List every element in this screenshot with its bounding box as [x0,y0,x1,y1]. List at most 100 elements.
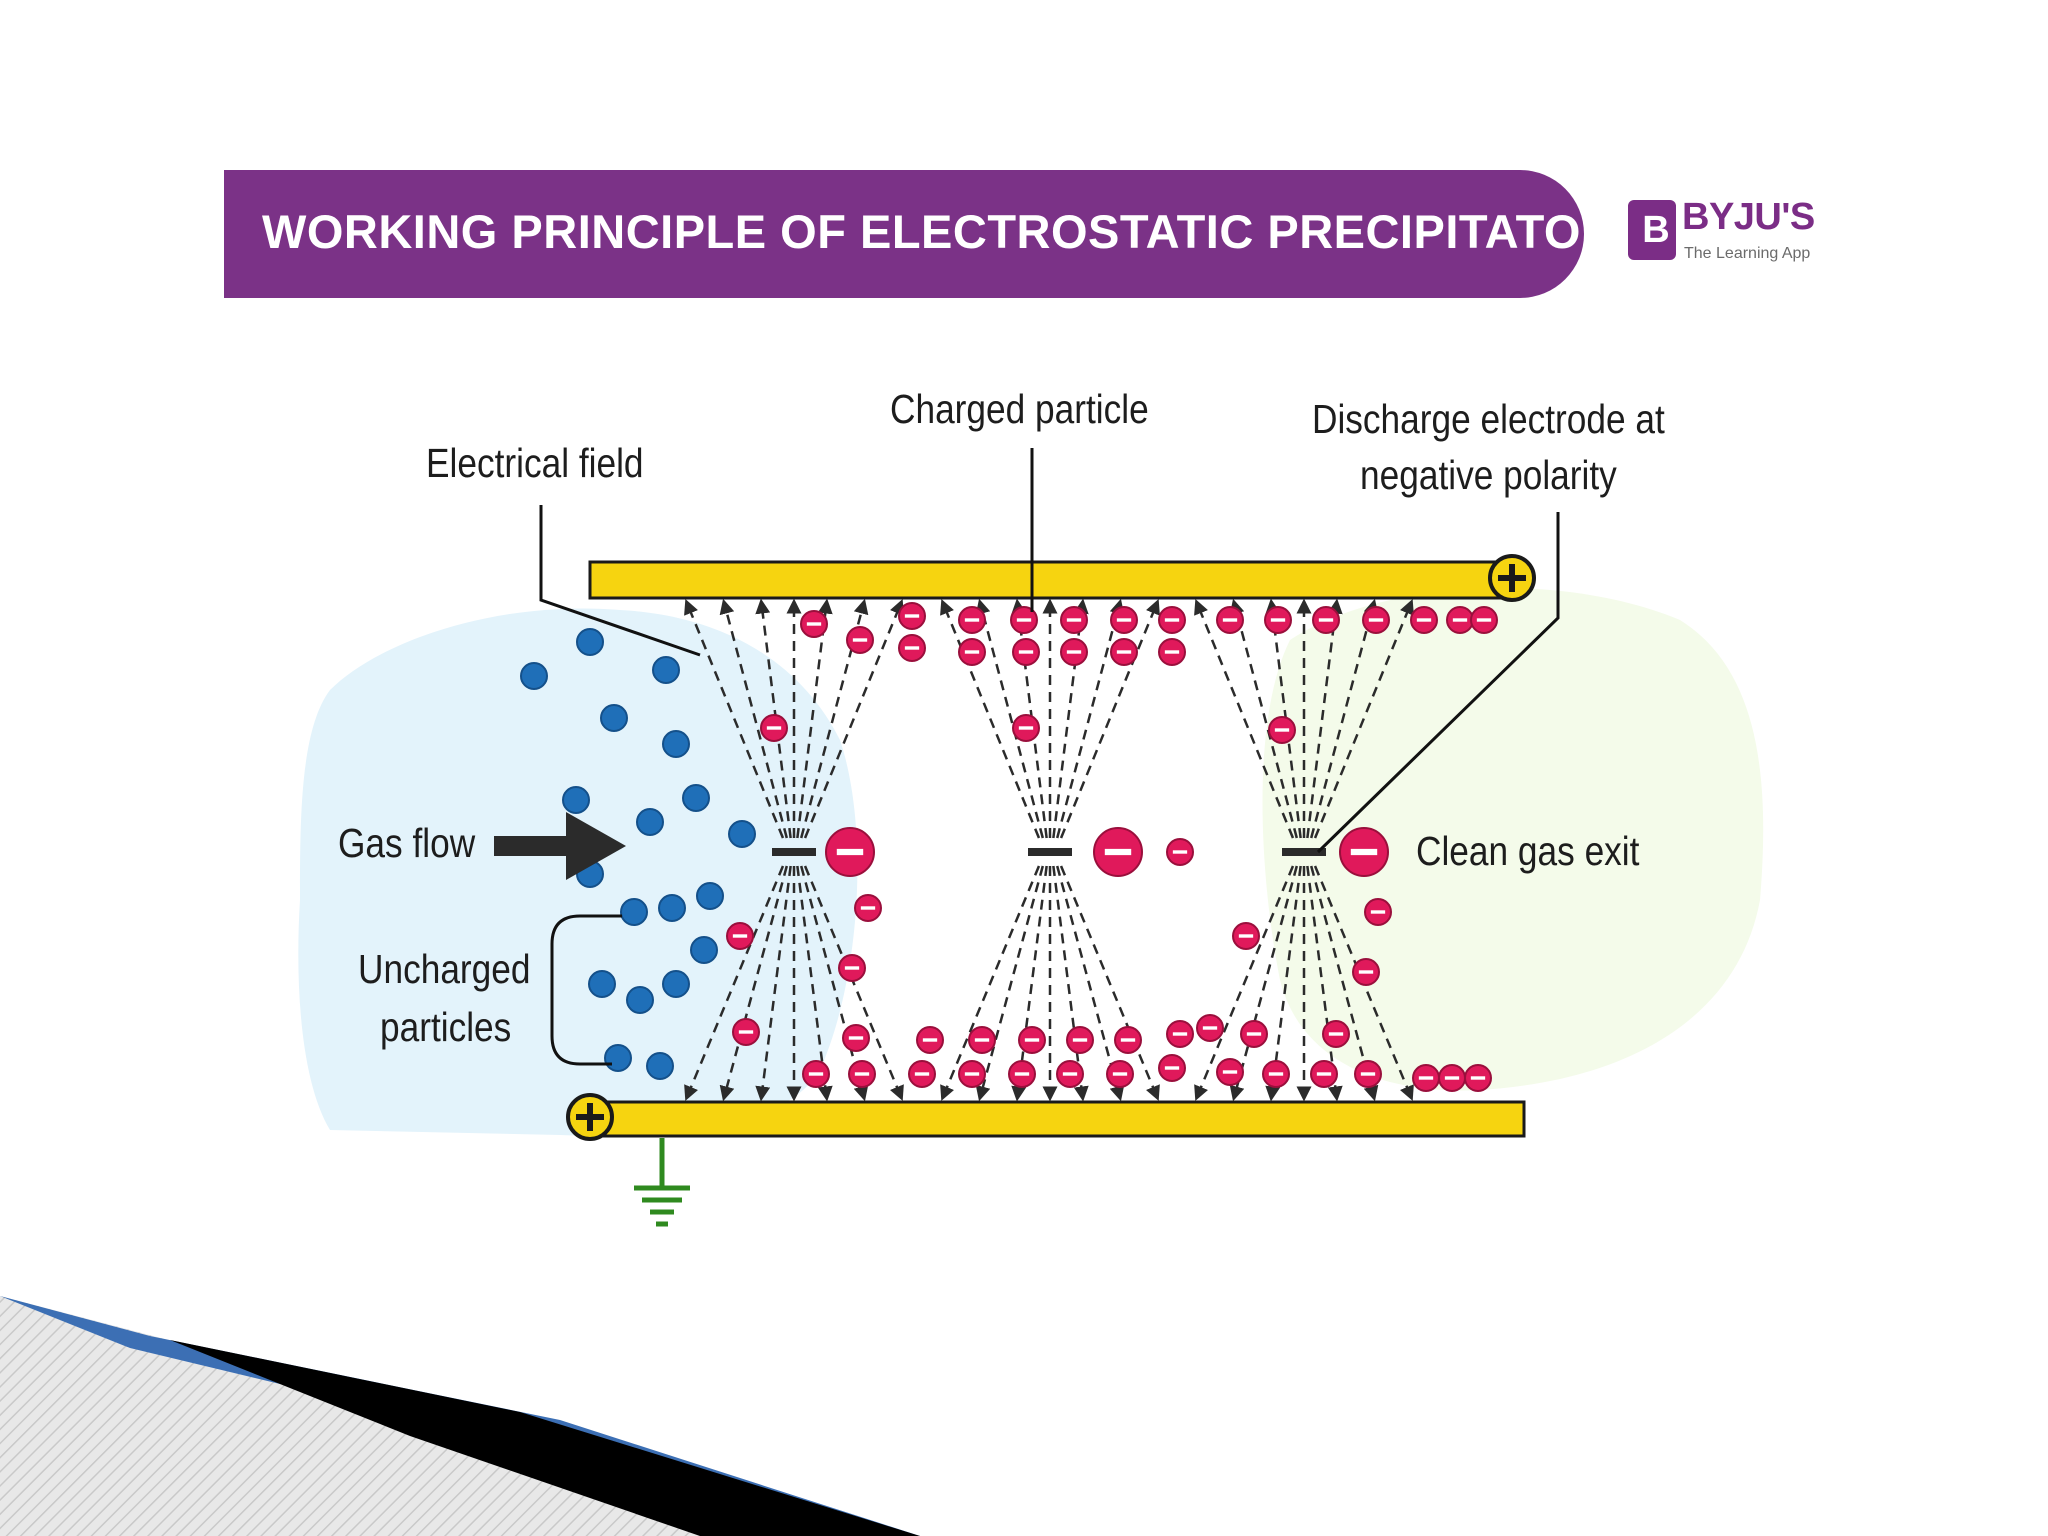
minus-circle-icon [1114,1026,1142,1054]
minus-circle-icon [838,954,866,982]
label-gas-flow: Gas flow [338,820,476,866]
field-line [796,865,833,1102]
minus-circle-icon [1470,606,1498,634]
minus-circle-icon [1352,958,1380,986]
minus-circle-icon [1240,1020,1268,1048]
label-clean-gas-exit: Clean gas exit [1416,828,1640,874]
minus-circle-icon [1056,1060,1084,1088]
field-line [1313,599,1414,839]
field-line [755,598,792,839]
label-charged-particle: Charged particle [890,386,1149,432]
minus-circle-icon [1110,606,1138,634]
uncharged-particle [662,730,690,758]
brand-name: BYJU'S [1682,196,1815,238]
gas-flow-arrow-icon [494,812,626,880]
label-electrical-field: Electrical field [426,440,644,486]
minus-circle-icon [916,1026,944,1054]
minus-circle-icon [1018,1026,1046,1054]
minus-circle-icon [1339,827,1389,877]
collector-plate-top [588,560,1512,600]
minus-circle-icon [1093,827,1143,877]
uncharged-particle [646,1052,674,1080]
minus-circle-icon [1262,1060,1290,1088]
minus-circle-icon [1008,1060,1036,1088]
uncharged-particle [576,628,604,656]
electrical-field-callout [539,505,701,657]
label-discharge-electrode-line2: negative polarity [1360,452,1617,498]
minus-circle-icon [1166,838,1194,866]
minus-circle-icon [800,610,828,638]
field-line [1194,865,1295,1101]
uncharged-particle [600,704,628,732]
uncharged-particle [690,936,718,964]
minus-circle-icon [908,1060,936,1088]
uncharged-particle [662,970,690,998]
discharge-electrode-callout [1316,512,1560,854]
uncharged-particle [682,784,710,812]
minus-circle-icon [958,638,986,666]
minus-circle-icon [1066,1026,1094,1054]
field-line [799,598,869,839]
minus-circle-icon [1310,1060,1338,1088]
minus-circle-icon [1354,1060,1382,1088]
field-line [1306,598,1343,839]
minus-circle-icon [968,1026,996,1054]
electrical-field-lines [684,598,1414,1102]
uncharged-particle [728,820,756,848]
minus-circle-icon [1010,606,1038,634]
uncharged-particle [588,970,616,998]
field-line [796,598,833,839]
field-line [1011,865,1048,1102]
field-line [755,865,792,1102]
minus-circle-icon [1158,638,1186,666]
uncharged-particles [520,628,756,1080]
collector-plate-bottom [588,1100,1526,1138]
uncharged-particle [562,786,590,814]
field-line [1055,598,1125,839]
minus-circle-icon [825,827,875,877]
field-line [1309,865,1379,1102]
minus-circle-icon [1410,606,1438,634]
uncharged-particle [636,808,664,836]
title-banner [224,170,1584,298]
field-line [1265,865,1302,1102]
charged-particles [726,602,1498,1092]
minus-circle-icon [760,714,788,742]
uncharged-particles-bracket [550,914,622,1066]
minus-circle-icon [1264,606,1292,634]
decorative-corner [0,1296,920,1536]
field-line [1055,865,1125,1102]
minus-circle-icon [958,606,986,634]
field-line [1309,598,1379,839]
minus-circle-icon [1464,1064,1492,1092]
minus-circle-icon [1446,606,1474,634]
page-title: WORKING PRINCIPLE OF ELECTROSTATIC PRECI… [262,205,1616,258]
minus-circle-icon [958,1060,986,1088]
uncharged-particle [652,656,680,684]
minus-circle-icon [1012,714,1040,742]
minus-circle-icon [1158,1054,1186,1082]
minus-circle-icon [846,626,874,654]
field-line [684,865,785,1101]
label-uncharged-particles-line2: particles [380,1004,512,1050]
field-line [1194,599,1295,839]
minus-circle-icon [898,634,926,662]
minus-circle-icon [1216,1058,1244,1086]
uncharged-particle [658,894,686,922]
minus-circle-icon [1166,1020,1194,1048]
field-line [1229,598,1299,839]
field-line [1265,598,1302,839]
plus-circle-icon [566,1093,614,1141]
uncharged-particle [620,898,648,926]
minus-circle-icon [1158,606,1186,634]
minus-circle-icon [1412,1064,1440,1092]
field-line [1052,865,1089,1102]
minus-circle-icon [726,922,754,950]
minus-circle-icon [1322,1020,1350,1048]
uncharged-particle [696,882,724,910]
brand-tagline: The Learning App [1684,245,1811,262]
field-line [799,865,869,1102]
minus-circle-icon [1232,922,1260,950]
minus-circle-icon [848,1060,876,1088]
